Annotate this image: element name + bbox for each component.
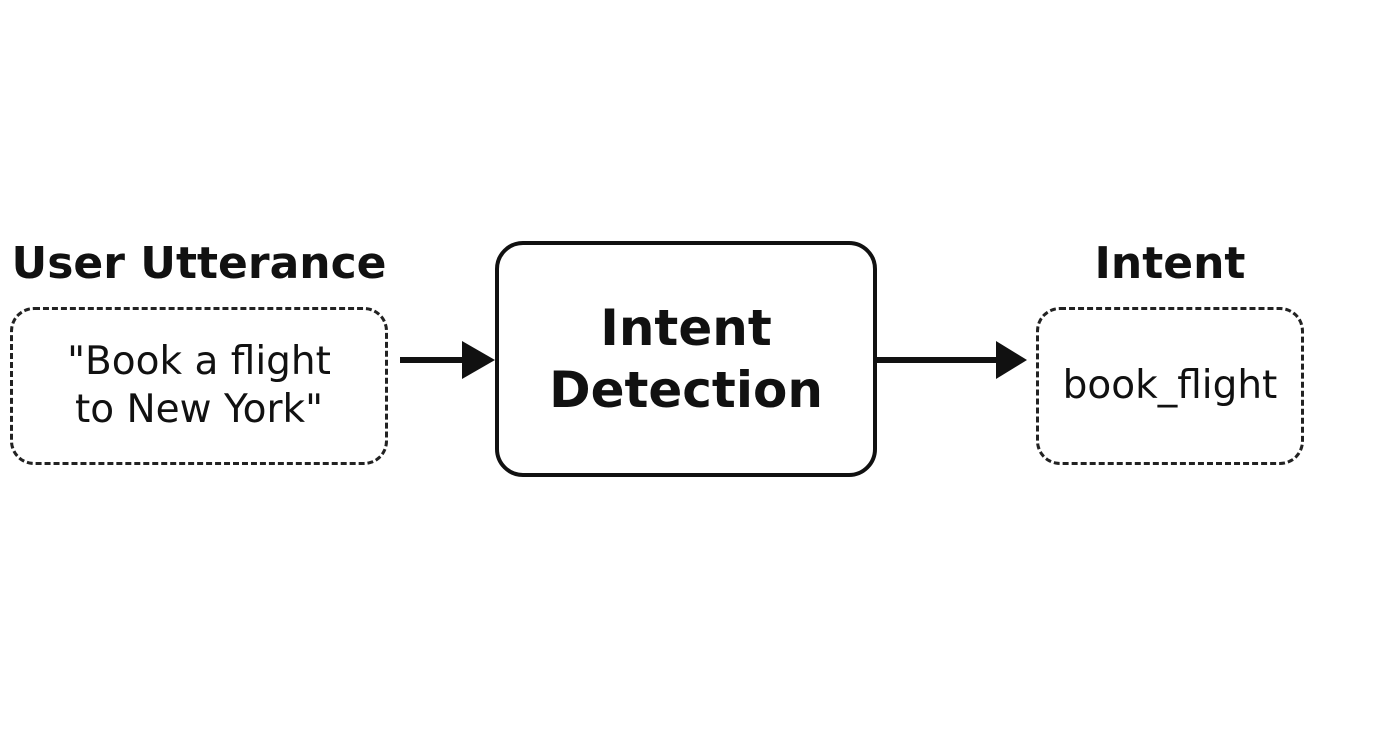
user-utterance-box: "Book a flight to New York" — [10, 307, 388, 465]
intent-value: book_flight — [1062, 363, 1278, 409]
intent-box: book_flight — [1036, 307, 1304, 465]
input-arrow-icon — [400, 341, 495, 379]
intent-heading: Intent — [1094, 238, 1246, 289]
intent-detection-box: Intent Detection — [495, 241, 877, 477]
output-arrow-icon — [877, 341, 1027, 379]
user-utterance-text: "Book a flight to New York" — [67, 339, 331, 432]
intent-detection-label: Intent Detection — [549, 299, 823, 419]
user-utterance-heading: User Utterance — [11, 238, 387, 289]
